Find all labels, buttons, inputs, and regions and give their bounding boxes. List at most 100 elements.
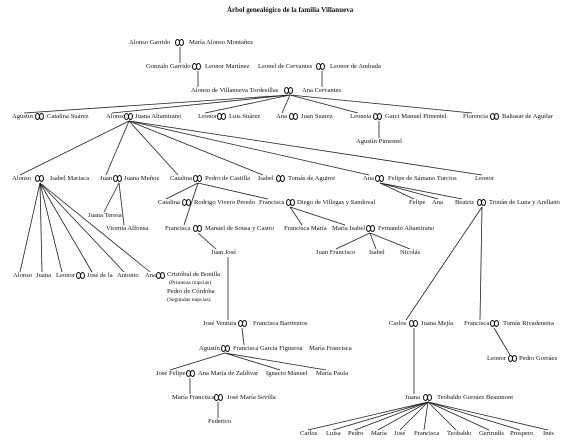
person-jose-maria-sevilla: José María Sevilla <box>227 394 276 401</box>
person-pedro-de-cordoba: Pedro de Córdoba <box>167 288 215 295</box>
person-alonso-g5: Alonso <box>12 175 32 182</box>
person-juana-mejia: Juana Mejía <box>421 320 454 327</box>
person-alonso-garrido: Alonso Garrido <box>129 39 171 46</box>
person-teobaldo-gorraez-beaumont: Teobaldo Gorráez Beaumont <box>437 394 514 401</box>
connector-line <box>19 182 41 273</box>
person-ignacio-manuel: Ignacio Manuel <box>266 370 308 377</box>
connector-line <box>427 401 490 431</box>
connector-line <box>39 182 93 273</box>
person-juana-munoz: Juana Muñoz <box>124 175 160 182</box>
marriage-rings-icon <box>289 113 300 121</box>
connector-line <box>289 206 346 226</box>
person-tomas-rivadeneira: Tomás Rivadeneira <box>503 320 554 327</box>
person-francisca-garcia-figueroa: Francisca García Figueroa <box>233 345 303 352</box>
marriage-rings-icon <box>238 320 249 328</box>
person-ana-cervantes: Ana Cervantes <box>302 87 341 94</box>
person-fernando-altamirano: Fernando Altamirano <box>378 225 435 232</box>
person-juana-g8: Juana <box>405 394 421 401</box>
connector-line <box>23 94 291 114</box>
connector-line <box>289 94 473 114</box>
connector-line <box>377 401 429 431</box>
person-maria-francisca-sevilla: María Francisca <box>172 394 215 401</box>
person-leonel-de-cervantes: Leonel de Cervantes <box>258 63 313 70</box>
connector-line <box>379 182 439 200</box>
marriage-rings-icon <box>214 394 225 402</box>
connector-line <box>128 120 264 176</box>
connector-line <box>128 120 370 176</box>
marriage-rings-icon <box>193 225 204 233</box>
person-jose-de-la: José de la <box>87 272 113 279</box>
connector-line <box>369 232 411 250</box>
person-catalina-g5: Catalina <box>170 175 192 182</box>
person-ana-maria-de-zaldivar: Ana María de Zaldívar <box>198 370 259 377</box>
connector-line <box>19 120 130 176</box>
person-isabel-g6: Isabel <box>369 249 385 256</box>
connector-line <box>335 232 371 250</box>
person-child-2: Pedro <box>348 430 364 437</box>
marriage-rings-icon <box>193 175 204 183</box>
marriage-rings-icon <box>276 175 287 183</box>
person-alonso-g6: Alonso <box>13 272 33 279</box>
person-garci-manuel-pimentel: Garci Manuel Pimentel <box>385 113 447 120</box>
person-maria-alonso-montanez: María Alonso Montañez <box>189 39 254 46</box>
marriage-rings-icon <box>373 113 384 121</box>
person-ana-g5: Ana <box>363 175 374 182</box>
connector-line <box>427 401 549 431</box>
connector-line <box>111 94 291 114</box>
person-maria-francisca: María Francisca <box>309 345 352 352</box>
marriage-rings-icon <box>217 113 228 121</box>
diagram-title: Árbol genealógico de la familia Villanue… <box>227 6 354 14</box>
marriage-rings-icon <box>284 87 295 95</box>
person-leonor-de-andrada: Leonor de Andrada <box>330 63 381 70</box>
person-beatriz: Beatriz <box>455 199 475 206</box>
connector-line <box>197 182 269 200</box>
person-diego-de-villegas: Diego de Villegas y Sandoval <box>297 199 376 206</box>
person-alonso-de-villanueva-tordesillas: Alonso de Villanueva Tordesillas <box>191 87 279 94</box>
person-pedro-de-castilla: Pedro de Castilla <box>205 175 251 182</box>
person-tomas-de-aguirre: Tomás de Aguirre <box>288 175 336 182</box>
connector-line <box>39 182 43 273</box>
connector-line <box>289 206 303 226</box>
person-francisca-g6: Francisca <box>259 199 285 206</box>
person-catalina-g6: Catalina <box>158 199 180 206</box>
marriage-rings-icon <box>35 113 46 121</box>
person-gonzalo-garrido: Gonzalo Garrido <box>146 63 191 70</box>
person-federico: Federico <box>208 418 232 425</box>
person-agustin: Agustín <box>12 113 33 120</box>
connector-line <box>197 232 217 250</box>
marriage-rings-icon <box>192 63 203 71</box>
note-primeras-nupcias: (Primeras nupcias) <box>169 280 212 286</box>
connector-line <box>169 352 226 371</box>
connector-line <box>103 182 120 213</box>
connector-line <box>118 182 125 226</box>
marriage-rings-icon <box>35 175 46 183</box>
person-isabel-mariaca: Isabel Mariaca <box>50 175 89 182</box>
person-luis-suarez: Luis Suárez <box>229 113 261 120</box>
person-leonor: Leonor <box>198 113 218 120</box>
connector-line <box>39 182 63 273</box>
connector-line <box>39 182 125 273</box>
connector-line <box>427 401 521 431</box>
person-leonor-g6: Leonor <box>56 272 76 279</box>
connector-line <box>379 182 415 200</box>
person-ana: Ana <box>276 113 287 120</box>
marriage-rings-icon <box>490 320 501 328</box>
person-leonor-martinez: Leonor Martínez <box>205 63 250 70</box>
person-juan-g5: Juan <box>100 175 113 182</box>
person-felipe-de-samano-turcios: Felipe de Sámano Turcios <box>388 175 457 182</box>
connector-line <box>427 401 457 431</box>
person-juana-altamirano: Juana Altamirano <box>135 113 182 120</box>
marriage-rings-icon <box>423 394 434 402</box>
connector-line <box>128 120 179 176</box>
person-francisca-maria: Francisca María <box>284 225 327 232</box>
person-leoneta: Leoneta <box>350 113 372 120</box>
person-isabel-g5: Isabel <box>258 175 274 182</box>
person-juan-francisco: Juan Francisco <box>316 249 356 256</box>
person-juan-jose: Juan José <box>211 249 237 256</box>
note-segundas-nupcias: (Segundas nupcias) <box>167 297 211 303</box>
person-nicolas: Nicolás <box>400 249 421 256</box>
person-child-7: Gertrudis <box>479 430 504 437</box>
person-child-8: Prospero <box>510 430 534 437</box>
marriage-rings-icon <box>113 175 124 183</box>
marriage-rings-icon <box>316 63 327 71</box>
